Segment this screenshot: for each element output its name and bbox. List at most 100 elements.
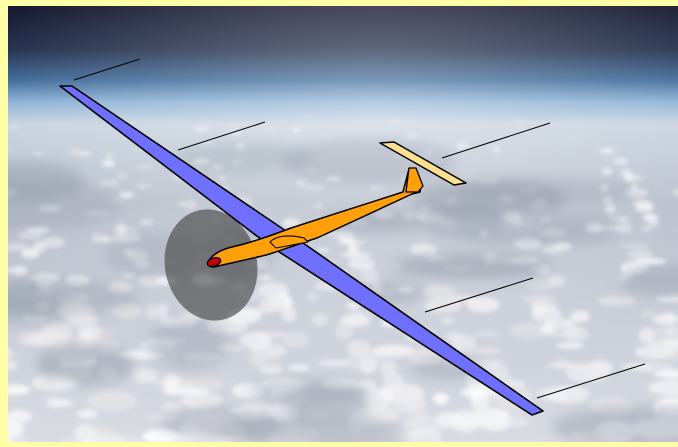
cloud-puff (132, 148, 141, 151)
cloud-puff (641, 309, 656, 319)
cloud-puff (596, 296, 635, 306)
cloud-puff (99, 236, 112, 243)
cloud-puff (359, 269, 379, 283)
cloud-puff (336, 231, 355, 244)
cloud-puff (640, 226, 653, 232)
cloud-puff (288, 364, 311, 371)
cloud-puff (250, 355, 281, 370)
cloud-puff (509, 322, 551, 339)
cloud-puff (653, 370, 678, 378)
cloud-puff (323, 132, 338, 136)
cloud-puff (239, 332, 272, 349)
cloud-puff (74, 424, 97, 442)
nose-cone (206, 257, 222, 267)
cloud-puff (293, 127, 300, 133)
cloud-puff (69, 148, 82, 156)
cloud-puff (140, 219, 154, 226)
cloud-puff (436, 411, 460, 427)
cloud-puff (186, 200, 197, 210)
cloud-puff (106, 152, 113, 159)
cloud-puff (318, 359, 350, 368)
cloud-shadow (8, 161, 86, 202)
cloud-puff (306, 291, 319, 302)
cloud-puff (471, 331, 502, 337)
cloud-puff (341, 313, 369, 328)
cloud-puff (665, 325, 678, 337)
cloud-puff (423, 284, 455, 300)
cloud-puff (448, 295, 477, 303)
cloud-puff (311, 312, 329, 327)
cloud-puff (497, 134, 506, 137)
cloud-puff (371, 344, 415, 358)
cloud-puff (632, 362, 674, 373)
cloud-shadow (391, 253, 555, 279)
cloud-puff (545, 385, 590, 404)
cloud-puff (672, 189, 678, 196)
cloud-puff (87, 390, 137, 411)
cloud-puff (8, 147, 12, 153)
cloud-shadow (36, 342, 135, 386)
cloud-puff (21, 248, 40, 259)
cloud-puff (193, 126, 209, 132)
cloud-puff (471, 403, 493, 410)
cloud-puff (463, 346, 501, 356)
cloud-puff (303, 114, 315, 118)
cloud-puff (317, 248, 330, 253)
cloud-puff (565, 364, 610, 383)
cloud-puff (613, 157, 628, 165)
cloud-puff (46, 396, 62, 408)
cloud-puff (407, 133, 418, 138)
cloud-puff (638, 327, 656, 344)
cloud-puff (8, 420, 25, 437)
fuselage (207, 168, 422, 268)
cloud-puff (261, 129, 278, 133)
cloud-puff (95, 434, 146, 442)
cloud-puff (347, 244, 359, 257)
cloud-puff (156, 303, 169, 320)
cloud-puff (563, 326, 589, 342)
glider-illustration (8, 6, 678, 442)
cloud-puff (29, 330, 68, 348)
cloud-puff (32, 151, 44, 156)
cloud-puff (144, 304, 160, 320)
cloud-puff (135, 165, 154, 169)
cloud-shadow (280, 138, 458, 186)
cloud-puff (17, 231, 43, 240)
cloud-puff (615, 223, 633, 233)
cloud-puff (227, 124, 239, 127)
cloud-shadow (247, 378, 370, 404)
cloud-puff (506, 416, 529, 427)
cloud-puff (42, 237, 65, 248)
cloud-puff (101, 159, 114, 168)
illustration (8, 6, 678, 442)
cloud-puff (8, 349, 15, 359)
cloud-puff (178, 201, 187, 206)
cloud-puff (652, 314, 678, 326)
leader-lines (73, 58, 646, 399)
cloud-puff (648, 379, 678, 396)
cloud-puff (347, 340, 371, 358)
cloud-puff (600, 168, 613, 175)
cloud-puff (460, 387, 488, 398)
cloud-puff (347, 257, 375, 270)
cloud-puff (440, 317, 455, 324)
cloud-puff (466, 297, 500, 313)
leader-line-wing-left (177, 121, 266, 151)
cloud-shadow (409, 179, 567, 220)
cloud-puff (115, 173, 128, 178)
cloud-puff (259, 296, 285, 313)
cloud-puff (521, 295, 556, 303)
cloud-puff (432, 393, 449, 405)
cloud-puff (493, 146, 500, 153)
cloud-shadow (221, 414, 404, 442)
cloud-puff (557, 342, 584, 349)
cloud-puff (77, 409, 98, 420)
cloud-puff (633, 258, 666, 265)
cloud-shadow (463, 226, 616, 246)
cloud-puff (256, 282, 289, 298)
cloud-puff (619, 244, 650, 248)
cloud-puff (98, 180, 120, 187)
cloud-puff (164, 373, 180, 392)
cloud-puff (8, 360, 18, 371)
